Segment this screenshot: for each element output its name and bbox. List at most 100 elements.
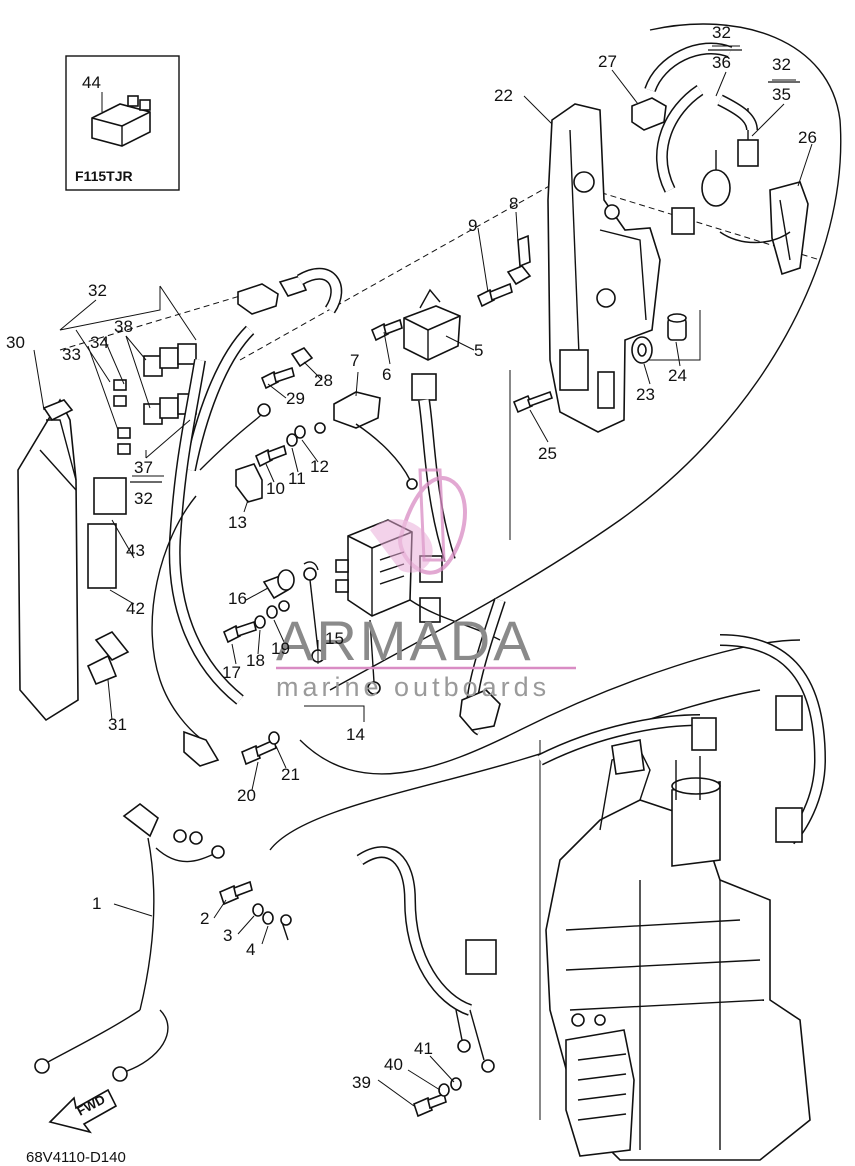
callout-18: 18: [246, 651, 265, 670]
holder-26: [719, 181, 809, 276]
grommet-23: [631, 336, 653, 364]
connector-44-icon: [91, 95, 151, 147]
callout-35: 35: [772, 85, 791, 104]
callout-labels: 1 2 3 4 5 6 7 8 9 10 11 12 13 14 15 16 1…: [6, 23, 817, 1092]
callout-10: 10: [266, 479, 285, 498]
callout-43: 43: [126, 541, 145, 560]
callout-32-lower: 32: [134, 489, 153, 508]
callout-1: 1: [92, 894, 101, 913]
callout-3: 3: [223, 926, 232, 945]
washer-19: [266, 600, 290, 619]
watermark: ARMADA marine outboards: [276, 468, 576, 702]
harness-lower: [459, 598, 827, 845]
callout-28: 28: [314, 371, 333, 390]
screw-29: [260, 366, 295, 390]
callout-2: 2: [200, 909, 209, 928]
cap-13: [235, 463, 263, 503]
leader-lines: [33, 45, 813, 1107]
cover-30: [17, 398, 127, 722]
harness-32-left: [113, 343, 244, 705]
callout-19: 19: [271, 639, 290, 658]
main-harness-loop: [59, 23, 842, 1120]
inset-model-label: F115TJR: [75, 168, 133, 184]
callout-17: 17: [222, 663, 241, 682]
bracket-22: [547, 103, 661, 433]
group-brackets: [130, 49, 800, 483]
callout-23: 23: [636, 385, 655, 404]
callout-36: 36: [712, 53, 731, 72]
relay-5: [403, 288, 461, 361]
washer-40: [438, 1083, 450, 1097]
callout-44: 44: [82, 73, 101, 92]
callout-7: 7: [350, 351, 359, 370]
fwd-arrow: FWD: [48, 1088, 118, 1134]
bolt-17: [222, 620, 257, 644]
callout-37: 37: [134, 458, 153, 477]
bolt-2: [219, 880, 253, 906]
battery-cable-1: [34, 802, 225, 1082]
callout-15: 15: [325, 629, 344, 648]
inset-box: F115TJR: [65, 55, 180, 191]
callout-25: 25: [538, 444, 557, 463]
callout-11: 11: [288, 469, 306, 488]
callout-5: 5: [474, 341, 483, 360]
callout-21: 21: [281, 765, 300, 784]
callout-41: 41: [414, 1039, 433, 1058]
callout-4: 4: [246, 940, 255, 959]
callout-14: 14: [346, 725, 365, 744]
callout-34: 34: [90, 333, 109, 352]
callout-40: 40: [384, 1055, 403, 1074]
clamp-28: [290, 346, 314, 368]
screw-6: [370, 318, 403, 342]
washer-21: [268, 731, 280, 745]
callout-27: 27: [598, 52, 617, 71]
callout-24: 24: [668, 366, 687, 385]
clip-8: [506, 234, 532, 286]
washer-12: [294, 422, 326, 439]
callout-8: 8: [509, 194, 518, 213]
sensor-7: [333, 391, 418, 490]
callout-31: 31: [108, 715, 127, 734]
fwd-arrow-icon: [48, 1088, 118, 1134]
watermark-tagline: marine outboards: [276, 672, 550, 702]
callout-42: 42: [126, 599, 145, 618]
bolt-39: [413, 1092, 447, 1118]
callout-33: 33: [62, 345, 81, 364]
harness-upper-left: [184, 267, 343, 472]
callout-12: 12: [310, 457, 329, 476]
diagram-code: 68V4110-D140: [26, 1149, 126, 1166]
callout-16: 16: [228, 589, 247, 608]
callout-38: 38: [114, 317, 133, 336]
callout-22: 22: [494, 86, 513, 105]
callout-29: 29: [286, 389, 305, 408]
harness-36: [644, 42, 758, 193]
bolt-20: [241, 738, 277, 766]
connector-27: [631, 97, 667, 131]
bolt-10: [254, 444, 287, 468]
callout-39: 39: [352, 1073, 371, 1092]
washer-18: [254, 615, 266, 629]
callout-26: 26: [798, 128, 817, 147]
watermark-logo-icon: [370, 468, 467, 575]
callout-32-left: 32: [88, 281, 107, 300]
washer-11: [286, 433, 298, 447]
callout-13: 13: [228, 513, 247, 532]
plug-16: [262, 569, 295, 600]
harness-engine: [356, 846, 497, 1073]
clip-31: [94, 630, 130, 662]
callout-9: 9: [468, 216, 477, 235]
connector-35-group: [671, 108, 759, 235]
callout-32-right: 32: [772, 55, 791, 74]
callout-6: 6: [382, 365, 391, 384]
washer-4: [262, 911, 292, 941]
callout-32-top: 32: [712, 23, 731, 42]
collar-24: [667, 313, 687, 341]
washer-3: [252, 903, 264, 917]
screw-9: [476, 282, 513, 308]
bolt-25: [512, 390, 554, 414]
watermark-brand: ARMADA: [276, 609, 534, 672]
callout-20: 20: [237, 786, 256, 805]
terminals-14: [303, 561, 381, 695]
lead-plug: [151, 495, 220, 767]
